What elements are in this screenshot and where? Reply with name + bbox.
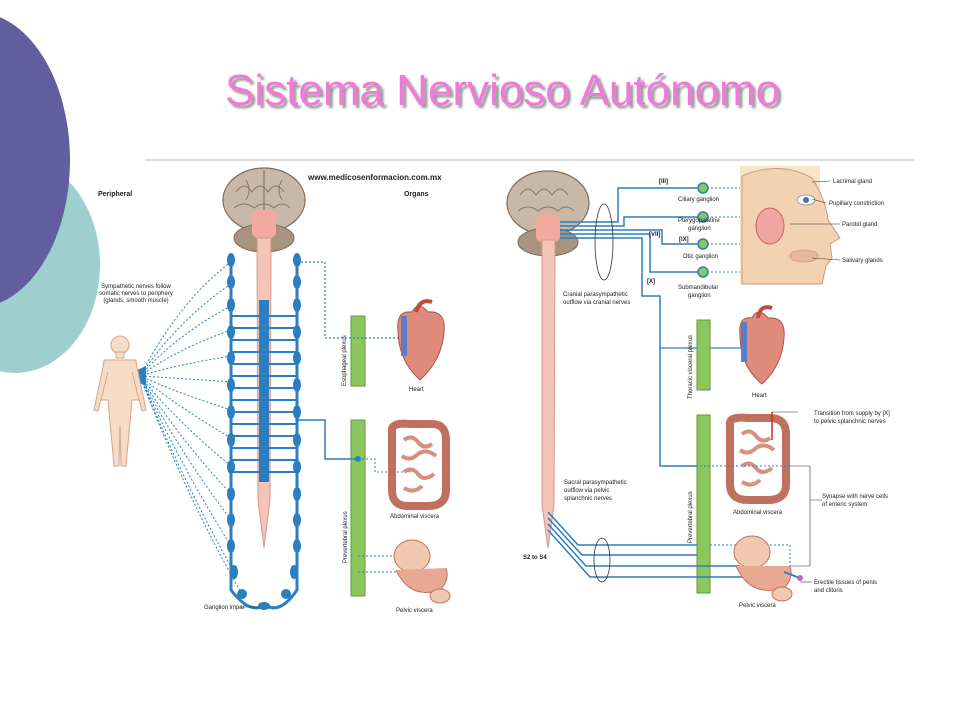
otic-ganglion-label: Otic ganglion bbox=[683, 254, 718, 260]
peripheral-note-2: somatic nerves to periphery bbox=[99, 291, 173, 297]
slide-title: Sistema Nervioso Autónomo bbox=[225, 66, 781, 115]
ciliary-ganglion-node bbox=[697, 182, 709, 194]
heart-label-right: Heart bbox=[752, 393, 767, 399]
sacral-outflow-label-3: splanchnic nerves bbox=[564, 496, 612, 502]
transition-label-2: to pelvic splanchnic nerves bbox=[814, 419, 886, 425]
lacrimal-gland-label: Lacrimal gland bbox=[833, 179, 872, 185]
splanchnic-nerve bbox=[297, 419, 358, 460]
transition-label-1: Transition from supply by [X] bbox=[814, 411, 890, 417]
synapse-label-2: of enteric system bbox=[822, 502, 867, 508]
peripheral-note-3: (glands, smooth muscle) bbox=[103, 298, 168, 304]
peripheral-nerve-fan bbox=[139, 261, 243, 595]
submandibular-label-2: ganglion bbox=[688, 293, 711, 299]
heading-organs: Organs bbox=[404, 191, 429, 198]
thoracic-plexus-label: Thoracic visceral plexus bbox=[688, 335, 694, 399]
vagus-nerve bbox=[648, 295, 697, 467]
s2-s4-label: S2 to S4 bbox=[523, 555, 547, 561]
erectile-label-1: Erectile tissues of penis bbox=[814, 580, 877, 586]
pupillary-constriction-label: Pupillary constriction bbox=[829, 201, 884, 207]
heart-left bbox=[397, 299, 445, 381]
parotid-gland-label: Parotid gland bbox=[842, 222, 877, 228]
abdominal-viscera-label-left: Abdominal viscera bbox=[390, 514, 440, 520]
thoracic-plexus-bar bbox=[696, 319, 711, 391]
nerve-ix-label: [IX] bbox=[679, 237, 689, 243]
prevertebral-plexus-bar-right bbox=[696, 414, 711, 594]
erectile-label-2: and clitoris bbox=[814, 588, 843, 594]
pelvic-viscera-left bbox=[393, 539, 451, 604]
sympathetic-outflow bbox=[259, 300, 269, 482]
sacral-outflow-label-1: Sacral parasympathetic bbox=[564, 480, 627, 486]
sacral-outflow-bracket bbox=[593, 537, 611, 583]
rami-connections bbox=[231, 315, 297, 473]
heart-label-left: Heart bbox=[409, 387, 424, 393]
pterygopalatine-ganglion-node bbox=[697, 211, 709, 223]
synapse-label-1: Synapse with nerve cells bbox=[822, 494, 888, 500]
ciliary-ganglion-label: Ciliary ganglion bbox=[678, 197, 719, 203]
cranial-outflow-label-2: outflow via cranial nerves bbox=[563, 300, 630, 306]
heart-right bbox=[739, 305, 785, 385]
head-profile bbox=[740, 166, 841, 285]
pterygopalatine-label-1: Pterygopalatine bbox=[678, 218, 720, 224]
otic-ganglion-node bbox=[697, 238, 709, 250]
heading-peripheral: Peripheral bbox=[98, 191, 132, 198]
pterygopalatine-label-2: ganglion bbox=[688, 226, 711, 232]
pelvic-viscera-label-right: Pelvic viscera bbox=[739, 603, 776, 609]
abdominal-viscera-label-right: Abdominal viscera bbox=[733, 510, 783, 516]
nerve-x-label: [X] bbox=[647, 279, 655, 285]
abdominal-viscera-left bbox=[387, 419, 450, 510]
pelvic-dotted-fibers bbox=[660, 465, 791, 566]
cranial-nerves bbox=[560, 187, 703, 297]
pelvic-viscera-label-left: Pelvic viscera bbox=[396, 608, 433, 614]
peripheral-note-1: Sympathetic nerves follow bbox=[101, 284, 171, 290]
prevertebral-plexus-bar-left bbox=[350, 419, 366, 597]
prevertebral-plexus-label-left: Prevertebral plexus bbox=[343, 511, 349, 563]
pelvic-viscera-right bbox=[733, 535, 803, 602]
sympathetic-chain-left bbox=[227, 253, 266, 610]
nerve-vii-label: [VII] bbox=[649, 232, 660, 238]
abdominal-nerve bbox=[358, 458, 410, 473]
head-label-pointers bbox=[790, 180, 841, 261]
abdominal-viscera-right bbox=[725, 413, 790, 504]
sacral-outflow-label-2: outflow via pelvic bbox=[564, 488, 609, 494]
watermark: www.medicosenformacion.com.mx bbox=[307, 173, 442, 182]
esophageal-plexus-label: Esophageal plexus bbox=[342, 335, 348, 386]
synapse-pointer bbox=[790, 465, 822, 567]
ganglion-impar-label: Ganglion impar bbox=[204, 605, 245, 611]
salivary-glands-label: Salivary glands bbox=[842, 258, 883, 264]
human-figure bbox=[93, 335, 147, 467]
nerve-iii-label: [III] bbox=[659, 179, 668, 185]
cranial-outflow-bracket bbox=[594, 203, 614, 281]
decor-circle-purple bbox=[0, 17, 70, 303]
spinal-cord-right bbox=[541, 239, 556, 549]
pelvic-splanchnic-nerves bbox=[547, 511, 760, 578]
submandibular-label-1: Submandibular bbox=[678, 285, 718, 291]
submandibular-ganglion-node bbox=[697, 266, 709, 278]
cranial-ganglia bbox=[697, 182, 709, 278]
prevertebral-plexus-label-right: Prevertebral plexus bbox=[688, 491, 694, 543]
cranial-outflow-label-1: Cranial parasympathetic bbox=[563, 292, 628, 298]
esophageal-plexus-bar bbox=[350, 315, 366, 387]
cardiac-nerve bbox=[297, 261, 405, 339]
